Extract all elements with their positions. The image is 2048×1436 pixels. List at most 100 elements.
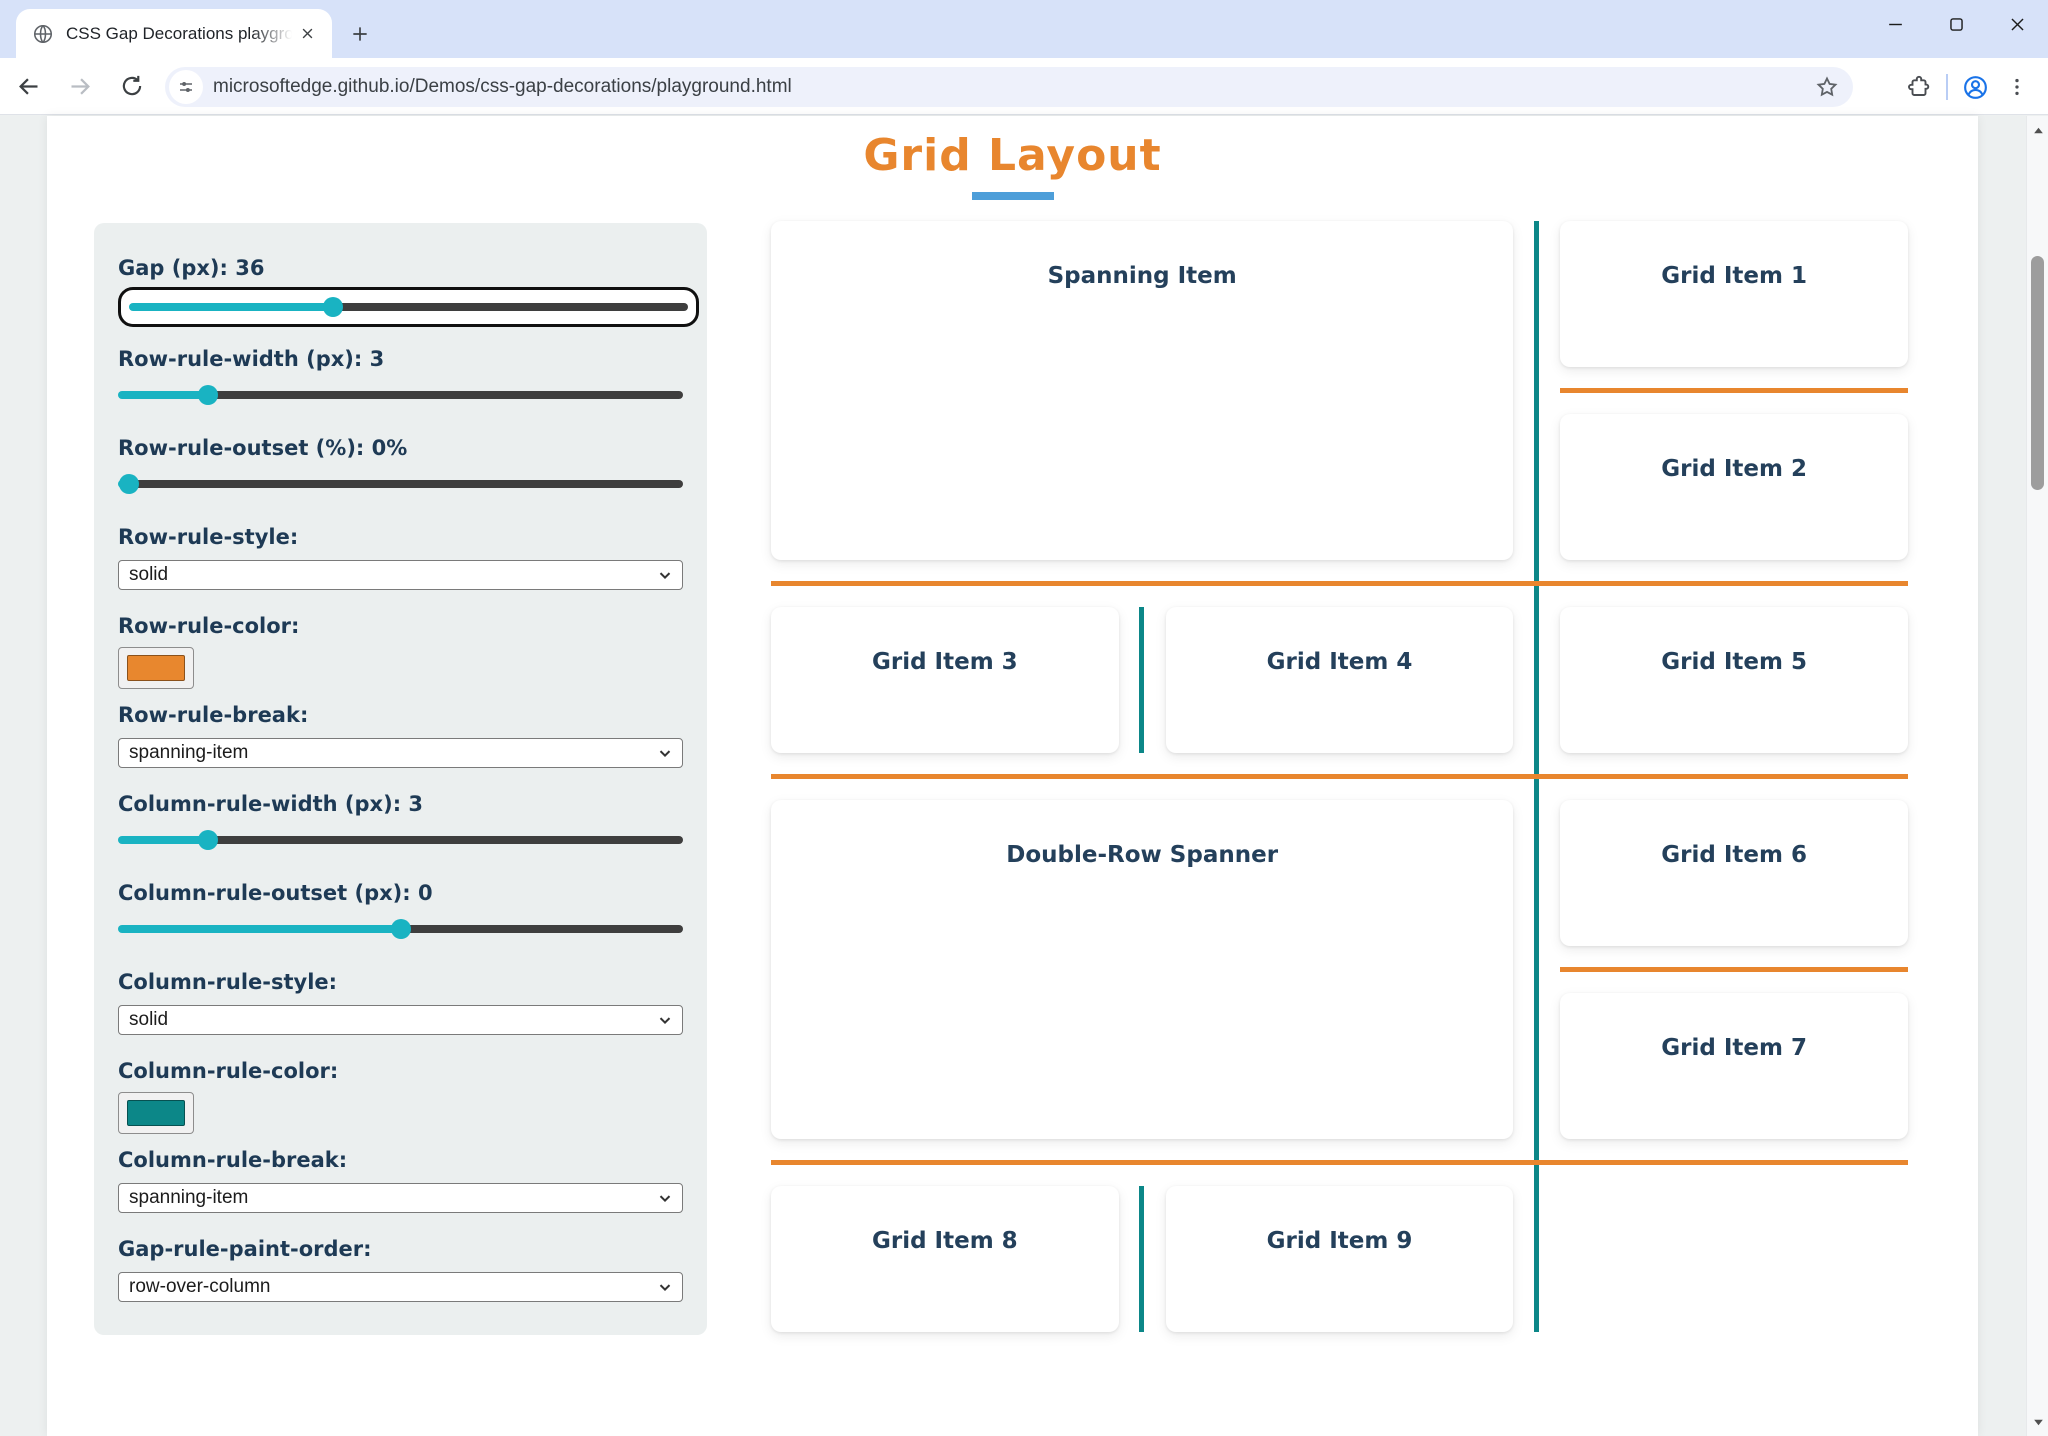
gap-rule-paint-order-select[interactable]: row-over-column	[118, 1272, 683, 1302]
grid-item-4: Grid Item 4	[1165, 607, 1514, 753]
chevron-down-icon	[659, 1195, 671, 1203]
page-scrollbar[interactable]	[2026, 116, 2048, 1436]
menu-dots-icon[interactable]	[1996, 67, 2038, 107]
chevron-down-icon	[659, 1017, 671, 1025]
browser-tab[interactable]: CSS Gap Decorations playgroun	[16, 9, 332, 58]
row-rule-color-picker[interactable]	[118, 647, 194, 689]
grid-item-7: Grid Item 7	[1560, 993, 1908, 1139]
row-rule-style-control: Row-rule-style: solid	[118, 524, 683, 590]
slider-track	[118, 836, 683, 844]
slider-thumb[interactable]	[198, 385, 219, 405]
column-rule-width-slider[interactable]	[118, 829, 683, 851]
column-rule-outset-control: Column-rule-outset (px): 0	[118, 880, 683, 940]
row-rule-width-control: Row-rule-width (px): 3	[118, 346, 683, 406]
page-title: Grid Layout	[863, 130, 1162, 181]
column-rule-color-control: Column-rule-color:	[118, 1058, 683, 1134]
scrollbar-thumb[interactable]	[2031, 256, 2044, 490]
row-rule-style-label: Row-rule-style:	[118, 525, 299, 549]
slider-track	[129, 303, 688, 311]
new-tab-button[interactable]	[344, 18, 376, 50]
column-rule-style-label: Column-rule-style:	[118, 970, 338, 994]
grid-item-5: Grid Item 5	[1560, 607, 1908, 753]
toolbar-right-icons	[1898, 67, 2038, 107]
grid-item-9: Grid Item 9	[1165, 1186, 1514, 1332]
column-rule-outset-label: Column-rule-outset (px): 0	[118, 881, 433, 905]
select-value: spanning-item	[129, 742, 249, 763]
column-rule-segment-row6	[1139, 1186, 1144, 1332]
grid-item-1: Grid Item 1	[1560, 221, 1908, 367]
profile-avatar-icon[interactable]	[1954, 67, 1996, 107]
tab-bar: CSS Gap Decorations playgroun	[0, 0, 2048, 58]
grid-demo: Spanning Item Grid Item 1 Grid Item 2 Gr…	[771, 221, 1908, 1332]
row-rule-color-label: Row-rule-color:	[118, 614, 300, 638]
row-rule-outset-slider[interactable]	[118, 473, 683, 495]
row-rule-break-select[interactable]: spanning-item	[118, 738, 683, 768]
extensions-icon[interactable]	[1898, 67, 1940, 107]
slider-track	[118, 391, 683, 399]
row-rule-break-control: Row-rule-break: spanning-item	[118, 702, 683, 768]
column-rule-width-label: Column-rule-width (px): 3	[118, 792, 424, 816]
slider-track	[118, 480, 683, 488]
chevron-down-icon	[659, 572, 671, 580]
favicon-globe-icon	[32, 23, 54, 45]
url-bar[interactable]: microsoftedge.github.io/Demos/css-gap-de…	[165, 67, 1853, 107]
select-value: solid	[129, 564, 169, 585]
column-rule-color-picker[interactable]	[118, 1092, 194, 1134]
scrollbar-up-arrow[interactable]	[2027, 118, 2048, 142]
gap-label: Gap (px): 36	[118, 256, 265, 280]
url-text[interactable]: microsoftedge.github.io/Demos/css-gap-de…	[213, 76, 792, 97]
page-viewport: Grid Layout Gap (px): 36 Row-rule-width …	[0, 116, 2048, 1436]
slider-thumb[interactable]	[390, 919, 411, 939]
column-rule-break-select[interactable]: spanning-item	[118, 1183, 683, 1213]
column-rule-break-label: Column-rule-break:	[118, 1148, 348, 1172]
color-swatch	[127, 655, 185, 681]
gap-slider[interactable]	[129, 296, 688, 318]
main-content: Grid Layout Gap (px): 36 Row-rule-width …	[47, 116, 1978, 1436]
chevron-down-icon	[659, 750, 671, 758]
row-rule-style-select[interactable]: solid	[118, 560, 683, 590]
slider-thumb[interactable]	[198, 830, 219, 850]
grid-item-2: Grid Item 2	[1560, 414, 1908, 560]
color-swatch	[127, 1100, 185, 1126]
grid-item-8: Grid Item 8	[771, 1186, 1119, 1332]
row-rule-3	[771, 1160, 1908, 1165]
select-value: spanning-item	[129, 1187, 249, 1208]
slider-thumb[interactable]	[323, 297, 344, 317]
grid-item-spanning: Spanning Item	[771, 221, 1514, 560]
grid-item-double-row-spanner: Double-Row Spanner	[771, 800, 1514, 1139]
chevron-down-icon	[659, 1284, 671, 1292]
row-rule-2	[771, 774, 1908, 779]
window-maximize-button[interactable]	[1926, 0, 1987, 48]
row-rule-short-col3-b	[1560, 967, 1908, 972]
toolbar-separator	[1946, 74, 1948, 100]
row-rule-1	[771, 581, 1908, 586]
window-close-button[interactable]	[1987, 0, 2048, 48]
column-rule-style-control: Column-rule-style: solid	[118, 969, 683, 1035]
grid-item-6: Grid Item 6	[1560, 800, 1908, 946]
window-minimize-button[interactable]	[1865, 0, 1926, 48]
column-rule-outset-slider[interactable]	[118, 918, 683, 940]
gap-rule-paint-order-label: Gap-rule-paint-order:	[118, 1237, 372, 1261]
column-rule-style-select[interactable]: solid	[118, 1005, 683, 1035]
window-controls	[1865, 0, 2048, 48]
row-rule-color-control: Row-rule-color:	[118, 613, 683, 689]
column-rule-color-label: Column-rule-color:	[118, 1059, 339, 1083]
tab-title: CSS Gap Decorations playgroun	[66, 23, 292, 43]
row-rule-outset-control: Row-rule-outset (%): 0%	[118, 435, 683, 495]
title-underline	[971, 192, 1054, 200]
reload-button[interactable]	[108, 62, 156, 110]
forward-button[interactable]	[56, 62, 104, 110]
column-rule-segment-row3	[1139, 607, 1144, 753]
row-rule-width-label: Row-rule-width (px): 3	[118, 347, 385, 371]
row-rule-width-slider[interactable]	[118, 384, 683, 406]
row-rule-break-label: Row-rule-break:	[118, 703, 309, 727]
back-button[interactable]	[4, 62, 52, 110]
site-settings-icon[interactable]	[169, 70, 203, 104]
select-value: row-over-column	[129, 1276, 271, 1297]
column-rule-break-control: Column-rule-break: spanning-item	[118, 1147, 683, 1213]
bookmark-star-icon[interactable]	[1815, 75, 1839, 99]
slider-thumb[interactable]	[119, 474, 140, 494]
scrollbar-down-arrow[interactable]	[2027, 1410, 2048, 1434]
tab-close-icon[interactable]	[294, 21, 320, 47]
row-rule-outset-label: Row-rule-outset (%): 0%	[118, 436, 408, 460]
